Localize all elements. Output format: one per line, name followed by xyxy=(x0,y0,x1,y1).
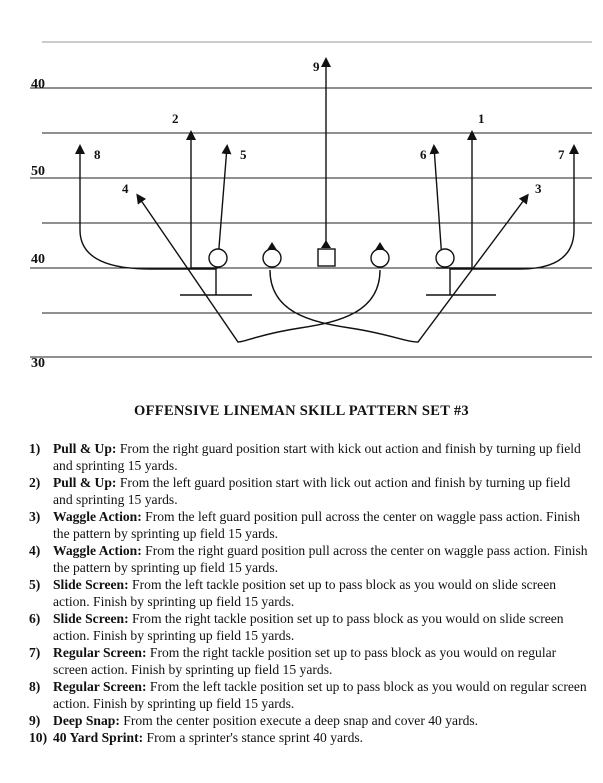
list-item: 4) Waggle Action: From the right guard p… xyxy=(29,542,589,576)
item-number: 4) xyxy=(29,543,41,558)
item-number: 5) xyxy=(29,577,41,592)
yard-label: 40 xyxy=(31,252,45,267)
yard-label: 30 xyxy=(31,356,45,371)
left-guard-caret xyxy=(267,242,277,250)
item-text: From the center position execute a deep … xyxy=(119,713,479,728)
route-2 xyxy=(186,130,218,269)
item-text: From a sprinter's stance sprint 40 yards… xyxy=(143,730,364,745)
instruction-list: 1) Pull & Up: From the right guard posit… xyxy=(29,440,589,746)
route-7 xyxy=(449,144,579,295)
list-item: 3) Waggle Action: From the left guard po… xyxy=(29,508,589,542)
left-guard-marker xyxy=(262,248,282,268)
list-item: 5) Slide Screen: From the left tackle po… xyxy=(29,576,589,610)
center-caret xyxy=(321,240,331,248)
route-label-1: 1 xyxy=(478,111,485,126)
page-title: OFFENSIVE LINEMAN SKILL PATTERN SET #3 xyxy=(134,403,469,419)
list-item: 8) Regular Screen: From the left tackle … xyxy=(29,678,589,712)
list-item: 10) 40 Yard Sprint: From a sprinter's st… xyxy=(29,729,589,746)
yard-lines xyxy=(30,41,592,358)
item-heading: 40 Yard Sprint: xyxy=(53,730,144,745)
route-label-4: 4 xyxy=(122,181,129,196)
route-8 xyxy=(75,144,217,295)
yard-label: 50 xyxy=(31,164,45,179)
route-label-8: 8 xyxy=(94,147,101,162)
play-diagram: 40 50 40 30 xyxy=(30,41,592,371)
route-label-7: 7 xyxy=(558,147,565,162)
right-guard-caret xyxy=(375,242,385,250)
item-number: 10) xyxy=(29,730,48,745)
item-text: From the right tackle position set up to… xyxy=(53,611,564,643)
item-heading: Regular Screen: xyxy=(53,679,147,694)
route-6 xyxy=(429,144,443,261)
route-3 xyxy=(269,193,529,343)
route-4 xyxy=(136,193,381,343)
yard-label: 40 xyxy=(31,77,45,92)
item-heading: Pull & Up: xyxy=(53,441,117,456)
route-label-5: 5 xyxy=(240,147,247,162)
item-number: 7) xyxy=(29,645,41,660)
item-text: From the left tackle position set up to … xyxy=(53,679,587,711)
item-number: 1) xyxy=(29,441,41,456)
item-number: 6) xyxy=(29,611,41,626)
item-text: From the right guard position start with… xyxy=(53,441,581,473)
item-number: 2) xyxy=(29,475,41,490)
item-heading: Regular Screen: xyxy=(53,645,147,660)
item-number: 8) xyxy=(29,679,41,694)
right-guard-marker xyxy=(370,248,390,268)
route-label-2: 2 xyxy=(172,111,179,126)
route-label-3: 3 xyxy=(535,181,542,196)
route-1 xyxy=(436,130,477,269)
list-item: 6) Slide Screen: From the right tackle p… xyxy=(29,610,589,644)
item-heading: Waggle Action: xyxy=(53,509,142,524)
left-tackle-marker xyxy=(208,248,228,268)
item-heading: Waggle Action: xyxy=(53,543,142,558)
item-number: 3) xyxy=(29,509,41,524)
item-number: 9) xyxy=(29,713,41,728)
route-5 xyxy=(217,144,232,261)
item-heading: Slide Screen: xyxy=(53,577,129,592)
list-item: 9) Deep Snap: From the center position e… xyxy=(29,712,589,729)
item-heading: Slide Screen: xyxy=(53,611,129,626)
item-heading: Pull & Up: xyxy=(53,475,117,490)
route-label-9: 9 xyxy=(313,59,320,74)
item-text: From the left guard position pull across… xyxy=(53,509,581,541)
item-text: From the left tackle position set up to … xyxy=(53,577,557,609)
right-tackle-marker xyxy=(435,248,455,268)
list-item: 2) Pull & Up: From the left guard positi… xyxy=(29,474,589,508)
center-marker xyxy=(317,248,336,267)
list-item: 1) Pull & Up: From the right guard posit… xyxy=(29,440,589,474)
route-label-6: 6 xyxy=(420,147,427,162)
list-item: 7) Regular Screen: From the right tackle… xyxy=(29,644,589,678)
item-text: From the left guard position start with … xyxy=(53,475,571,507)
item-heading: Deep Snap: xyxy=(53,713,120,728)
item-text: From the right tackle position set up to… xyxy=(53,645,557,677)
item-text: From the right guard position pull acros… xyxy=(53,543,588,575)
